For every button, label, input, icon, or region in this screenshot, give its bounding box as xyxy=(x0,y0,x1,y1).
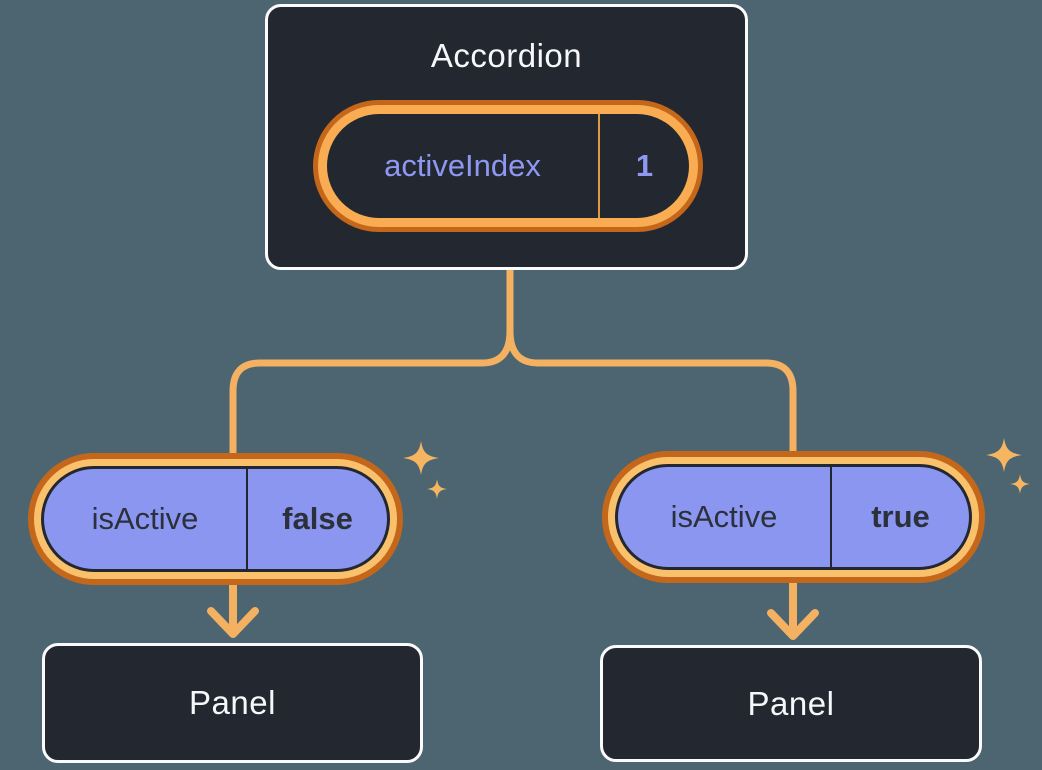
state-pill-is-active-left: isActive false xyxy=(28,453,403,585)
pill-divider xyxy=(246,469,248,569)
arrow-right xyxy=(767,578,819,640)
connector-branch-right xyxy=(506,327,797,457)
connector-branch-left xyxy=(229,327,514,459)
state-name-label: activeIndex xyxy=(384,148,541,183)
pill-divider xyxy=(830,467,832,567)
pill-divider xyxy=(598,114,600,218)
sparkle-icon-large xyxy=(403,441,439,475)
sparkle-icon xyxy=(403,441,447,499)
state-pill-inner: activeIndex 1 xyxy=(327,114,689,218)
state-value-label: false xyxy=(282,501,353,536)
arrow-left xyxy=(207,580,259,638)
arrow-left-head xyxy=(207,607,259,638)
sparkle-icon xyxy=(986,438,1030,494)
state-value-label: true xyxy=(871,499,930,534)
sparkle-icon-small xyxy=(427,479,447,499)
state-value-label: 1 xyxy=(635,148,654,183)
state-name-label: isActive xyxy=(91,501,199,536)
arrow-right-head xyxy=(767,609,819,640)
state-pill-is-active-right: isActive true xyxy=(602,451,985,583)
panel-component-box-right: Panel xyxy=(600,645,982,762)
state-pill-inner: isActive true xyxy=(615,464,972,570)
component-title: Accordion xyxy=(430,37,583,74)
sparkle-icon-large xyxy=(986,438,1022,472)
panel-component-box-left: Panel xyxy=(42,643,423,763)
sparkle-icon-small xyxy=(1010,474,1030,494)
state-pill-inner: isActive false xyxy=(41,466,390,572)
state-name-label: isActive xyxy=(670,499,778,534)
state-pill-active-index: activeIndex 1 xyxy=(313,100,703,232)
connector-lines xyxy=(229,266,797,459)
